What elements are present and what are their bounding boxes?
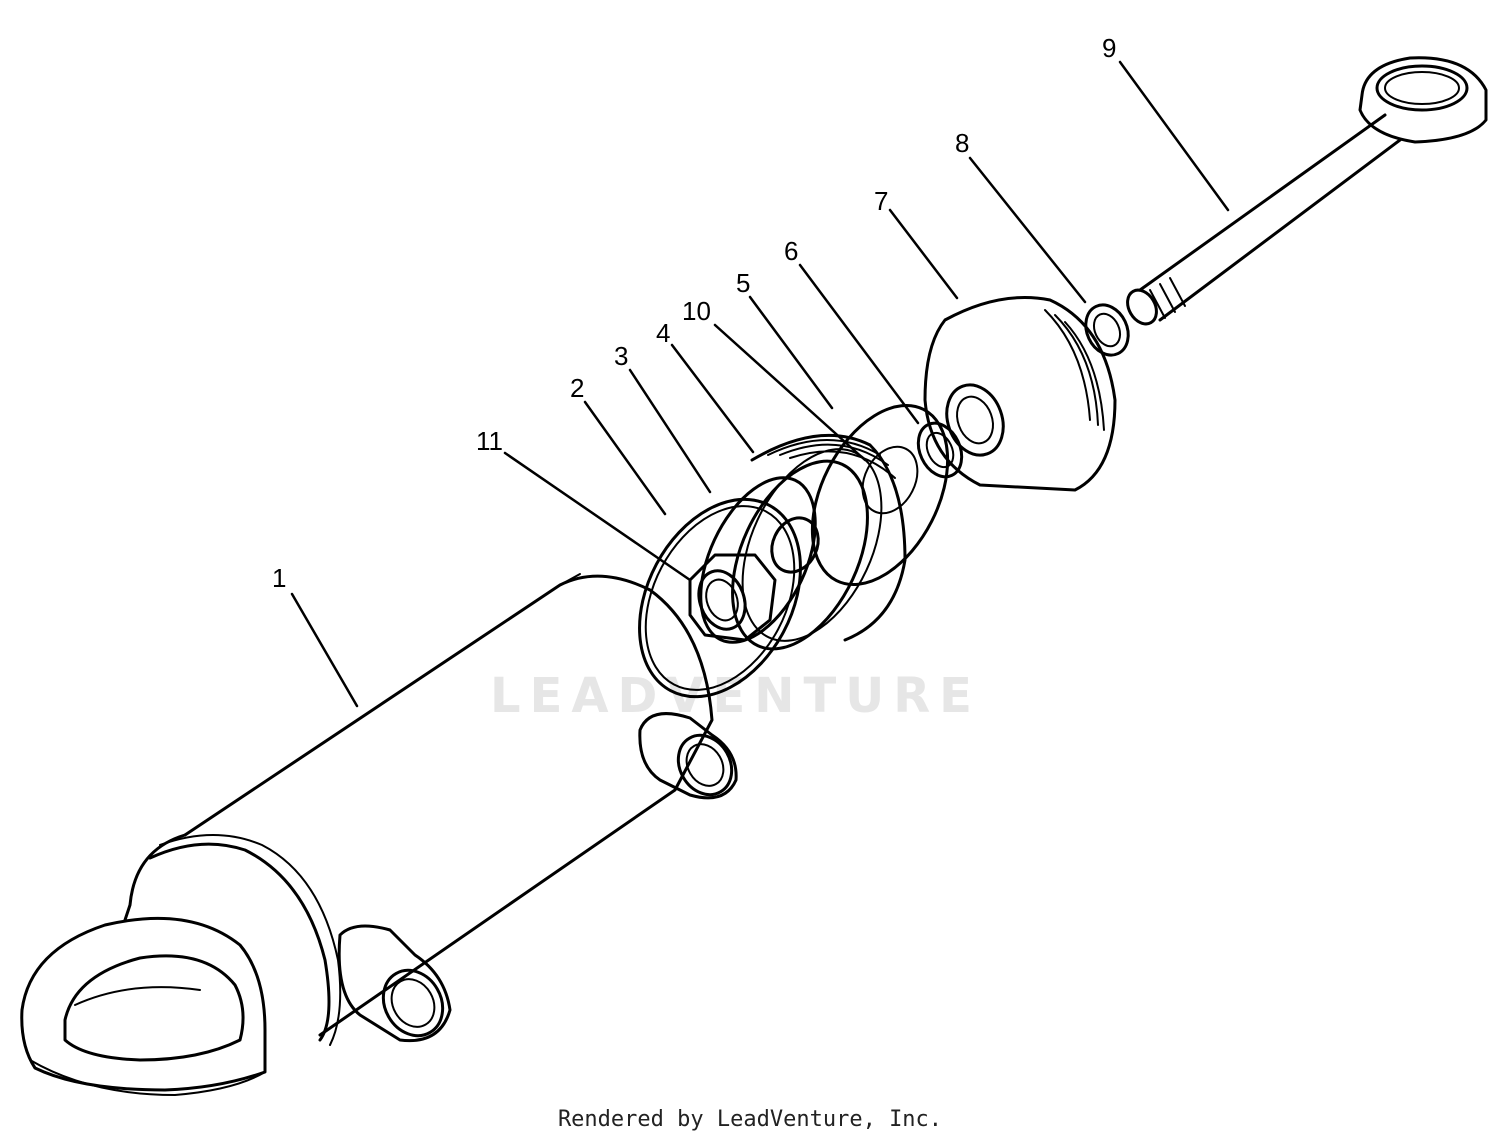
part-7-gland — [923, 296, 1117, 492]
footer-credit: Rendered by LeadVenture, Inc. — [557, 1107, 943, 1132]
callout-11: 11 — [476, 426, 503, 456]
callout-5: 5 — [736, 268, 750, 298]
callout-9: 9 — [1102, 33, 1116, 63]
callout-4: 4 — [656, 318, 670, 348]
part-9-piston-rod — [1126, 56, 1488, 326]
part-4-piston — [731, 433, 907, 651]
callout-2: 2 — [570, 373, 584, 403]
part-2-o-ring — [638, 497, 802, 699]
callout-10: 10 — [682, 296, 711, 326]
callouts: 1 2 3 4 5 6 7 8 9 10 11 — [272, 33, 1116, 593]
part-3-backup-ring — [699, 476, 817, 644]
callout-1: 1 — [272, 563, 286, 593]
part-8-wiper — [1084, 303, 1130, 357]
callout-8: 8 — [955, 128, 969, 158]
watermark: LEADVENTURE — [490, 668, 981, 724]
leader-lines — [290, 60, 1230, 708]
callout-3: 3 — [614, 341, 628, 371]
part-10-seal — [810, 404, 950, 586]
callout-6: 6 — [784, 236, 798, 266]
callout-7: 7 — [874, 186, 888, 216]
part-1-cylinder-barrel — [20, 573, 738, 1096]
part-11-nut — [688, 553, 777, 642]
